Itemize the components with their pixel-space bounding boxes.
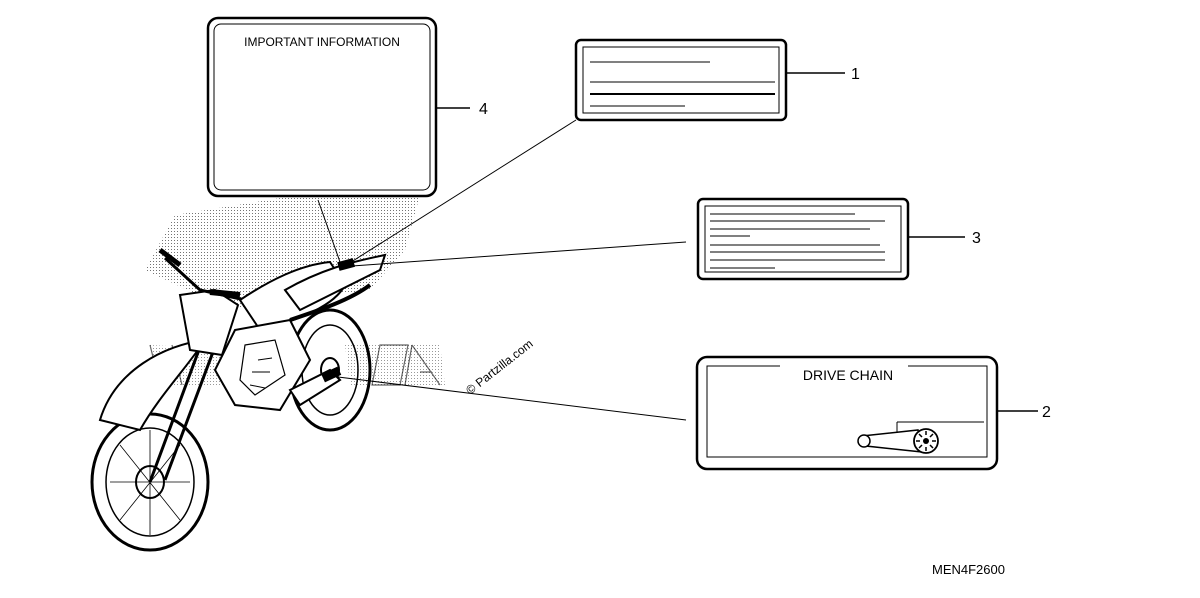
pointer-line-1 — [347, 119, 577, 265]
drive-chain-text: DRIVE CHAIN — [803, 367, 893, 383]
label-1 — [574, 38, 788, 122]
motorcycle-illustration — [90, 140, 445, 552]
diagram-code: MEN4F2600 — [932, 562, 1005, 577]
pointer-line-2 — [337, 376, 687, 421]
drive-chain-label: DRIVE CHAIN — [695, 355, 999, 471]
callout-number-4: 4 — [479, 101, 488, 118]
watermark-text: © Partzilla.com — [463, 337, 535, 398]
callout-number-2: 2 — [1042, 404, 1051, 421]
important-information-text: IMPORTANT INFORMATION — [244, 35, 400, 49]
label-3 — [696, 197, 910, 281]
chain-sprocket-icon — [857, 421, 984, 454]
pointer-line-3 — [351, 241, 687, 267]
callout-number-1: 1 — [851, 66, 860, 83]
important-information-label: IMPORTANT INFORMATION — [206, 16, 438, 198]
callout-number-3: 3 — [972, 230, 981, 247]
pointer-line-4 — [317, 199, 341, 263]
